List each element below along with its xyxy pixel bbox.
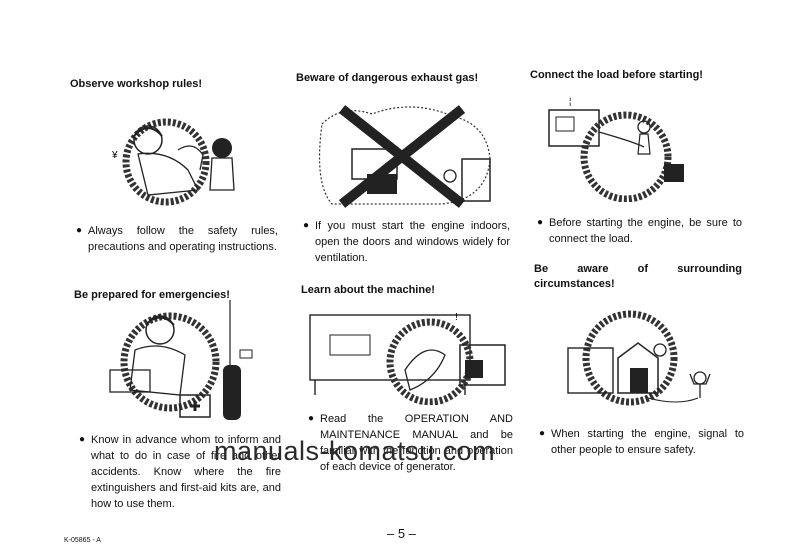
bullet-icon: ● — [308, 413, 315, 424]
section-title-surroundings: Be aware of surrounding circumstances! — [534, 263, 742, 290]
bullet-icon: ● — [76, 225, 83, 236]
section-text-exhaust-gas: ● If you must start the engine indoors, … — [303, 220, 510, 264]
bullet-icon: ● — [539, 428, 546, 439]
section-text-emergencies: ● Know in advance whom to inform and wha… — [79, 434, 281, 510]
section-title-exhaust-gas: Beware of dangerous exhaust gas! — [296, 72, 479, 84]
learn-machine-illustration: ! — [309, 312, 506, 405]
page-number: – 5 – — [387, 526, 416, 541]
section-title-workshop-rules: Observe workshop rules! — [70, 78, 203, 90]
section-text-learn-machine: ● Read the OPERATION AND MAINTENANCE MAN… — [308, 413, 513, 473]
surroundings-illustration — [567, 310, 711, 406]
connect-load-illustration: ¦ — [548, 96, 684, 202]
workshop-rules-illustration: ¥ — [111, 118, 235, 206]
exhaust-gas-illustration — [318, 105, 491, 208]
document-code: K-05865 - A — [64, 537, 101, 544]
watermark: manuals-komatsu.com — [214, 436, 496, 466]
bullet-icon: ● — [537, 217, 544, 228]
section-text-connect-load: ● Before starting the engine, be sure to… — [537, 217, 742, 245]
section-text-workshop-rules: ● Always follow the safety rules, precau… — [76, 225, 278, 253]
svg-text:!: ! — [455, 312, 458, 323]
bullet-icon: ● — [79, 434, 86, 445]
section-title-connect-load: Connect the load before starting! — [530, 69, 703, 81]
bullet-icon: ● — [303, 220, 310, 231]
section-title-learn-machine: Learn about the machine! — [301, 284, 435, 296]
svg-text:¥: ¥ — [111, 150, 118, 161]
section-title-emergencies: Be prepared for emergencies! — [74, 289, 230, 301]
emergencies-illustration — [109, 300, 253, 420]
svg-text:¦: ¦ — [569, 96, 571, 106]
section-text-surroundings: ● When starting the engine, signal to ot… — [539, 428, 744, 456]
